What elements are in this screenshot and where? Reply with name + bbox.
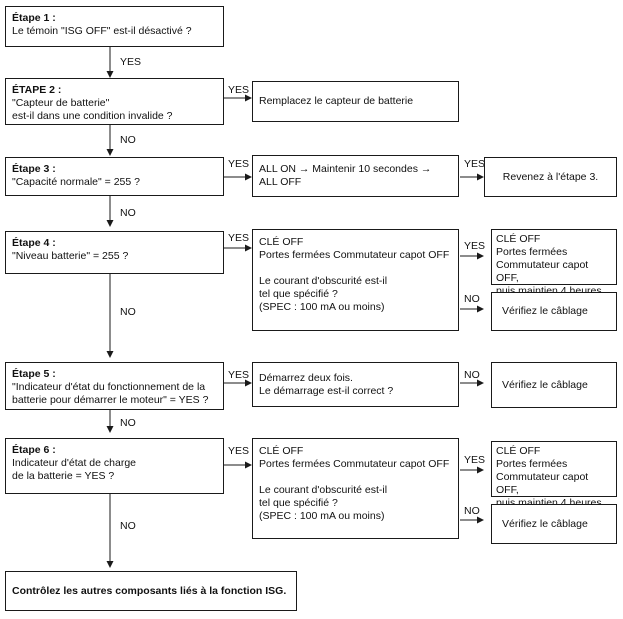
step-2-title: ÉTAPE 2 : <box>12 84 62 96</box>
label-yes-s3: YES <box>228 158 250 170</box>
s6-check-line-5: tel que spécifié ? <box>259 497 338 509</box>
step-5-check-box: Démarrez deux fois. Le démarrage est-il … <box>252 362 459 407</box>
label-no-s5check: NO <box>464 369 480 381</box>
s6-no-text: Vérifiez le câblage <box>502 517 588 530</box>
label-yes-s5: YES <box>228 369 250 381</box>
s4-check-spacer <box>259 262 452 275</box>
s4-check-line-1: CLÉ OFF <box>259 236 304 248</box>
back-to-step-3-box: Revenez à l'étape 3. <box>484 157 617 197</box>
step-5-line-2: batterie pour démarrer le moteur" = YES … <box>12 394 209 406</box>
step-2-line-2: est-il dans une condition invalide ? <box>12 110 173 122</box>
step-4-title: Étape 4 : <box>12 237 56 249</box>
step-3-title: Étape 3 : <box>12 163 56 175</box>
all-on-line-1: ALL ON → Maintenir 10 secondes → <box>259 163 432 175</box>
back-to-step-3-text: Revenez à l'étape 3. <box>502 170 599 183</box>
s6-yes-line-2: Portes fermées <box>496 458 568 470</box>
s4-check-line-4: Le courant d'obscurité est-il <box>259 275 388 287</box>
step-4-check-box: CLÉ OFF Portes fermées Commutateur capot… <box>252 229 459 331</box>
s4-no-text: Vérifiez le câblage <box>502 305 588 317</box>
all-on-box: ALL ON → Maintenir 10 secondes → ALL OFF <box>252 155 459 197</box>
s4-check-line-6: (SPEC : 100 mA ou moins) <box>259 301 385 313</box>
s4-check-line-2: Portes fermées Commutateur capot OFF <box>259 249 450 261</box>
step-4-question: "Niveau batterie" = 255 ? <box>12 250 129 262</box>
step-5-title: Étape 5 : <box>12 368 56 380</box>
label-no-s3: NO <box>120 207 136 219</box>
s4-yes-box: CLÉ OFF Portes fermées Commutateur capot… <box>491 229 617 297</box>
step-2-line-1: "Capteur de batterie" <box>12 97 110 109</box>
step-1-question: Le témoin "ISG OFF" est-il désactivé ? <box>12 25 192 37</box>
label-no-s4: NO <box>120 306 136 318</box>
step-4-box: Étape 4 : "Niveau batterie" = 255 ? <box>5 231 224 274</box>
s5-no-text: Vérifiez le câblage <box>502 378 588 391</box>
step-6-line-1: Indicateur d'état de charge <box>12 457 137 469</box>
label-yes-s1: YES <box>120 56 142 68</box>
step-5-line-1: "Indicateur d'état du fonctionnement de … <box>12 381 206 393</box>
final-text: Contrôlez les autres composants liés à l… <box>12 584 287 597</box>
step-6-title: Étape 6 : <box>12 444 56 456</box>
s6-check-line-1: CLÉ OFF <box>259 445 304 457</box>
step-6-box: Étape 6 : Indicateur d'état de charge de… <box>5 438 224 494</box>
s5-check-line-2: Le démarrage est-il correct ? <box>259 384 394 397</box>
step-5-box: Étape 5 : "Indicateur d'état du fonction… <box>5 362 224 410</box>
label-yes-s2: YES <box>228 84 250 96</box>
step-1-title: Étape 1 : <box>12 12 56 24</box>
s6-yes-line-1: CLÉ OFF <box>496 445 541 457</box>
s4-yes-line-1: CLÉ OFF <box>496 233 541 245</box>
s4-check-line-5: tel que spécifié ? <box>259 288 338 300</box>
s6-check-spacer <box>259 471 452 484</box>
label-yes-allon: YES <box>464 158 486 170</box>
final-box: Contrôlez les autres composants liés à l… <box>5 571 297 611</box>
all-on-line-2: ALL OFF <box>259 176 302 188</box>
step-6-check-box: CLÉ OFF Portes fermées Commutateur capot… <box>252 438 459 539</box>
replace-sensor-box: Remplacez le capteur de batterie <box>252 81 459 122</box>
s5-no-box: Vérifiez le câblage <box>491 362 617 408</box>
replace-sensor-text: Remplacez le capteur de batterie <box>259 95 414 107</box>
label-no-s6check: NO <box>464 505 480 517</box>
label-no-s6: NO <box>120 520 136 532</box>
s6-no-box: Vérifiez le câblage <box>491 504 617 544</box>
s6-yes-box: CLÉ OFF Portes fermées Commutateur capot… <box>491 441 617 509</box>
step-3-box: Étape 3 : "Capacité normale" = 255 ? <box>5 157 224 196</box>
step-1-box: Étape 1 : Le témoin "ISG OFF" est-il dés… <box>5 6 224 47</box>
step-6-line-2: de la batterie = YES ? <box>12 470 115 482</box>
label-no-s4check: NO <box>464 293 480 305</box>
label-yes-s6: YES <box>228 445 250 457</box>
s5-check-line-1: Démarrez deux fois. <box>259 371 353 384</box>
s6-check-line-6: (SPEC : 100 mA ou moins) <box>259 510 385 522</box>
s6-check-line-4: Le courant d'obscurité est-il <box>259 484 388 496</box>
s6-yes-line-3: Commutateur capot OFF, <box>496 471 589 496</box>
s6-check-line-2: Portes fermées Commutateur capot OFF <box>259 458 450 470</box>
label-yes-s4: YES <box>228 232 250 244</box>
s4-yes-line-3: Commutateur capot OFF, <box>496 259 589 284</box>
label-yes-s4check: YES <box>464 240 486 252</box>
label-no-s2: NO <box>120 134 136 146</box>
label-no-s5: NO <box>120 417 136 429</box>
s4-yes-line-2: Portes fermées <box>496 246 568 258</box>
step-3-question: "Capacité normale" = 255 ? <box>12 176 140 188</box>
step-2-box: ÉTAPE 2 : "Capteur de batterie" est-il d… <box>5 78 224 125</box>
label-yes-s6check: YES <box>464 454 486 466</box>
s4-no-box: Vérifiez le câblage <box>491 292 617 331</box>
